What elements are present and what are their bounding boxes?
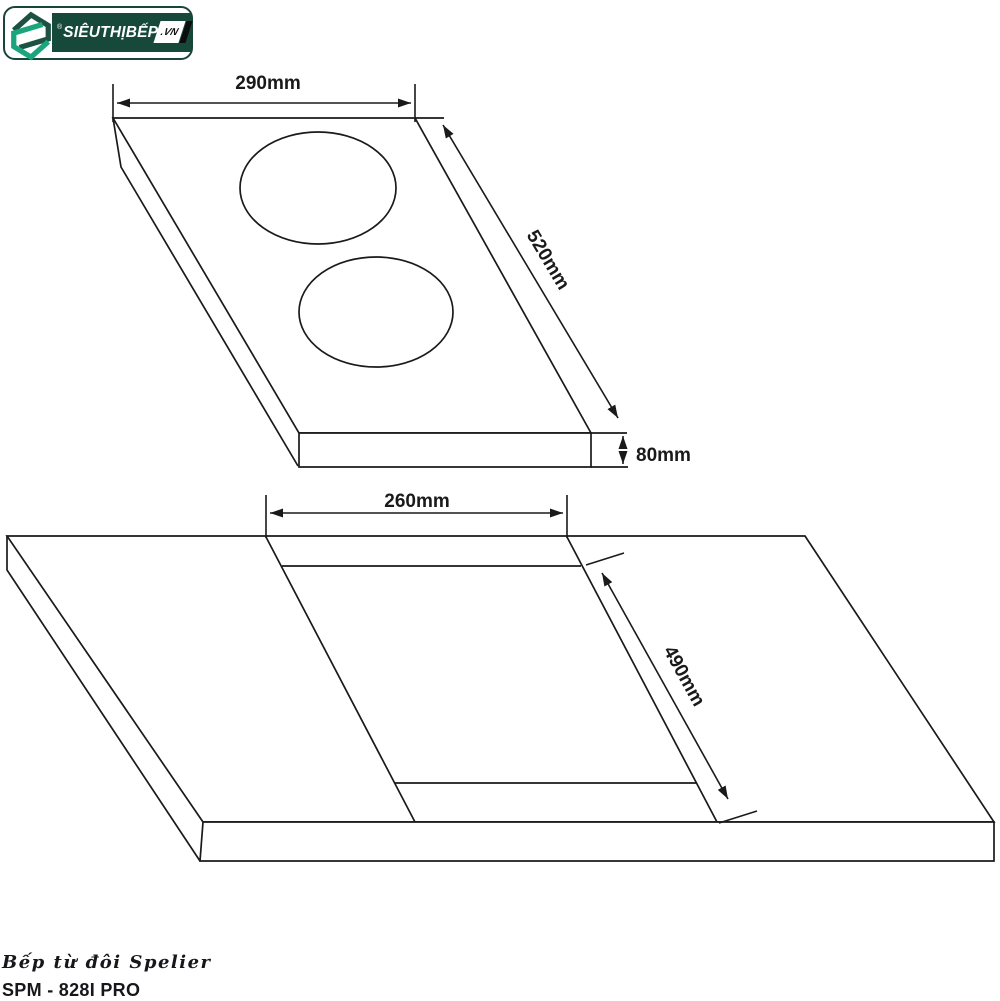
product-name: Bếp từ đôi Spelier [2, 952, 212, 973]
width-dimension-label: 290mm [235, 73, 301, 94]
registered-mark: ® [57, 24, 63, 31]
countertop-front-face [199, 821, 995, 862]
depth-dimension-arrow [442, 124, 619, 419]
countertop-left-side-edge [6, 536, 201, 862]
product-model: SPM - 828I PRO [2, 980, 141, 1000]
depth-dimension-label: 520mm [522, 227, 574, 294]
cutout-diagram: 260mm 490mm [5, 491, 996, 862]
logo-badge: ® SIÊUTHỊBẾP .VN [52, 13, 193, 52]
cooktop-diagram: 290mm 520mm 80mm [111, 73, 691, 468]
logo-hexagon-s-icon [11, 11, 51, 61]
thickness-dimension-label: 80mm [636, 445, 691, 466]
cooktop-front-face [298, 432, 592, 468]
countertop-top-surface [5, 535, 996, 823]
cooktop-extension-lines [415, 117, 628, 468]
cooktop-left-side-edge [112, 117, 299, 467]
logo-brand-text: SIÊUTHỊBẾP [63, 23, 159, 41]
sieuthibep-logo: ® SIÊUTHỊBẾP .VN [3, 6, 193, 61]
cutout-depth-arrow [601, 572, 729, 800]
width-dimension-ticks [112, 84, 416, 122]
cutout-slash-ticks [585, 552, 758, 824]
burner-zone-top [239, 131, 397, 245]
cutout-width-label: 260mm [384, 491, 450, 512]
cutout-width-ticks [265, 495, 568, 538]
